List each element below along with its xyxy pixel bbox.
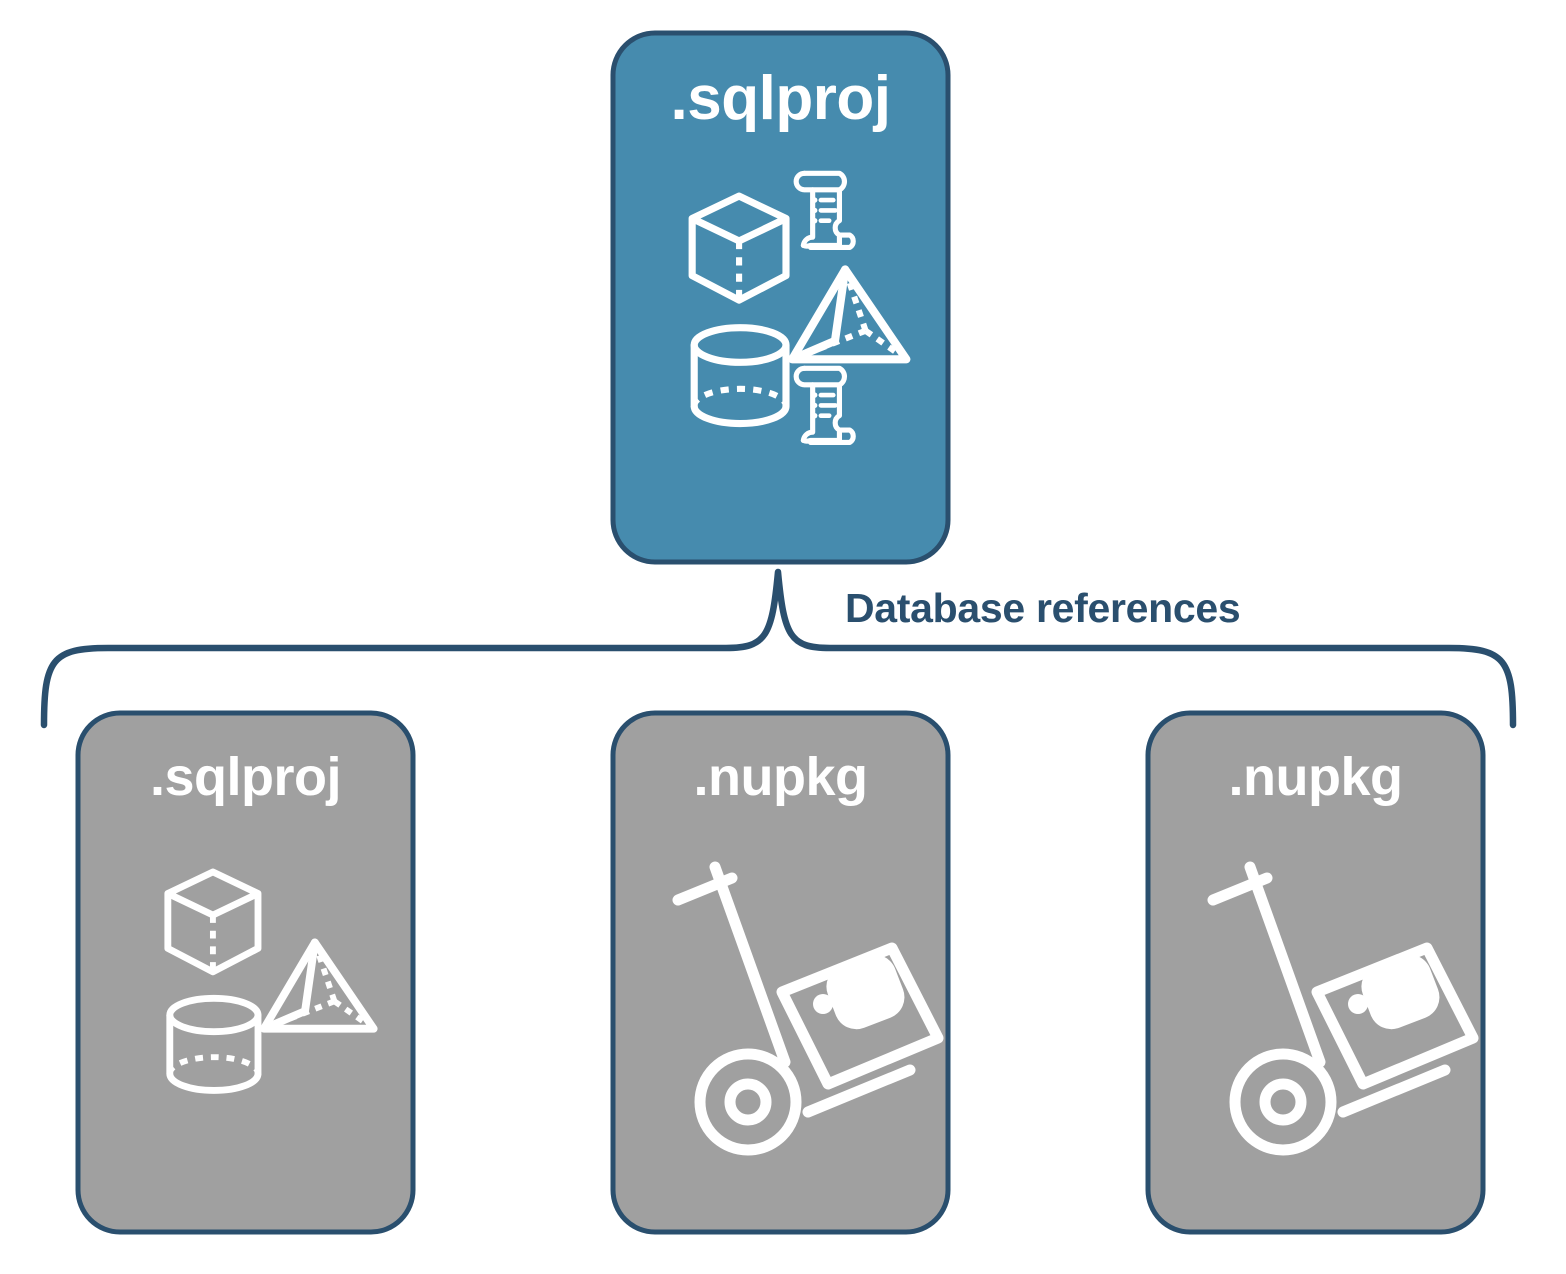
brace-path [40,568,1517,729]
child-node-nupkg-1[interactable] [610,710,951,1235]
child-node-box[interactable] [610,710,951,1235]
database-references-label: Database references [845,585,1241,631]
child-node-box[interactable] [75,710,416,1235]
child-node-nupkg-2[interactable] [1145,710,1486,1235]
database-references-brace [40,568,1517,729]
child-node-box[interactable] [1145,710,1486,1235]
child-node-sqlproj[interactable] [75,710,416,1235]
parent-node-box[interactable] [610,30,951,565]
parent-node-sqlproj[interactable] [610,30,951,565]
